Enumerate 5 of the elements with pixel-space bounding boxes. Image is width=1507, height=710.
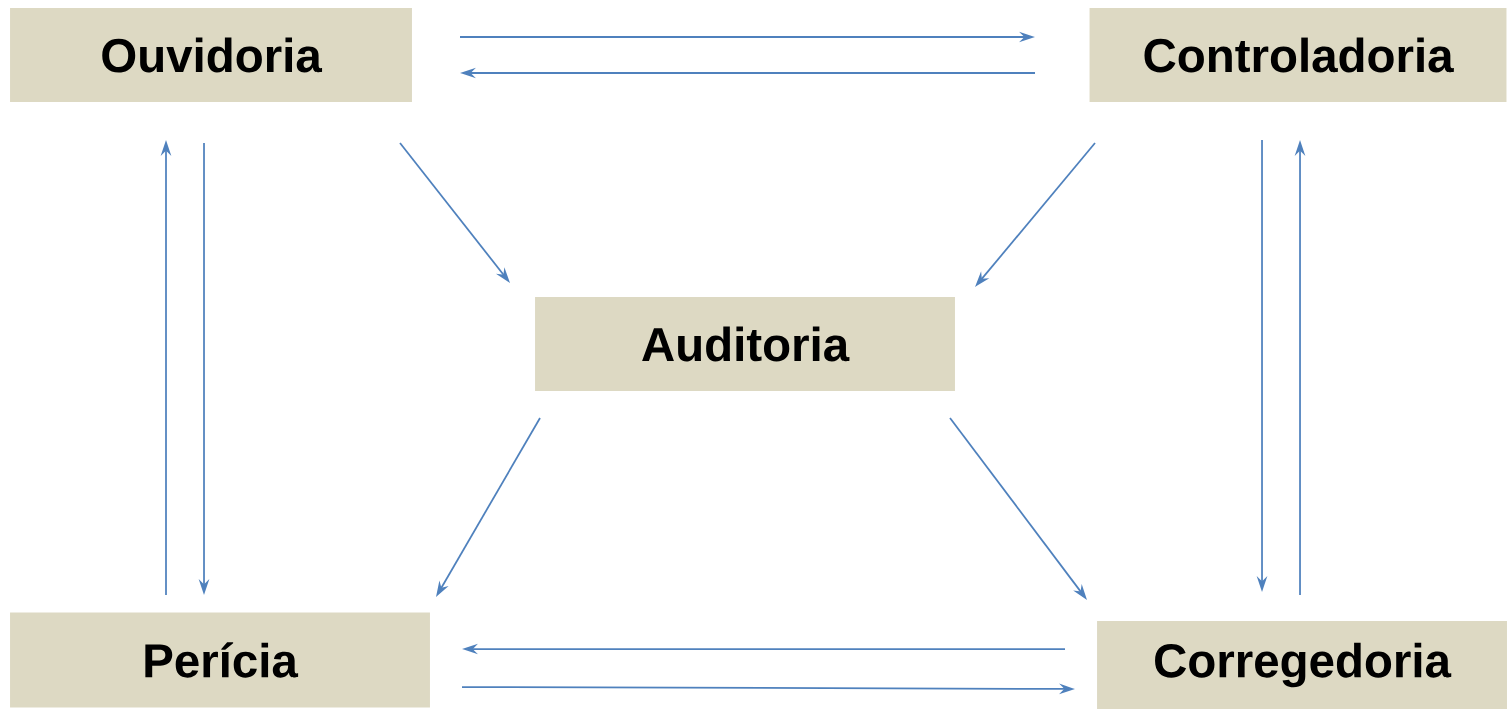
- label-box: Controladoria: [1089, 8, 1507, 102]
- label-box: Auditoria: [535, 297, 955, 391]
- label-box: Ouvidoria: [10, 8, 412, 102]
- label-box: Perícia: [10, 612, 430, 708]
- label-box: Corregedoria: [1097, 621, 1507, 709]
